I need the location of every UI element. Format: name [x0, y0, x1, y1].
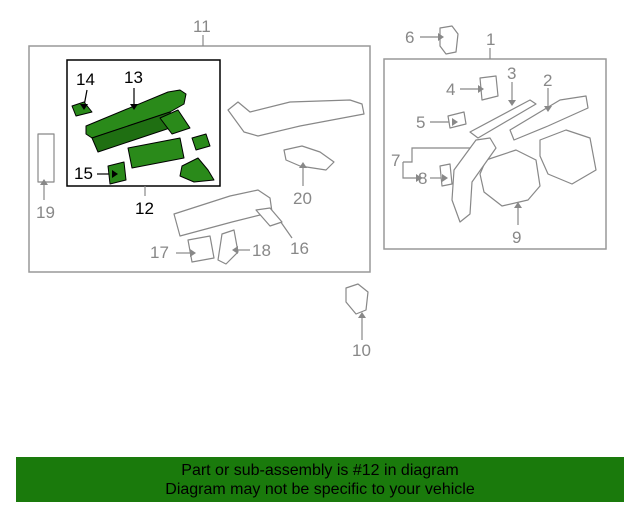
callout-16: 16 [290, 239, 309, 258]
callout-15: 15 [74, 164, 93, 183]
callout-5: 5 [416, 113, 426, 132]
callout-8: 8 [418, 169, 428, 188]
banner-line-2: Diagram may not be specific to your vehi… [165, 481, 475, 498]
info-banner: Part or sub-assembly is #12 in diagram D… [16, 457, 624, 502]
part-12-highlighted [71, 89, 215, 185]
callout-3: 3 [507, 64, 517, 83]
group-box-11 [28, 45, 371, 273]
arrowheads [40, 33, 552, 318]
callout-7: 7 [391, 151, 401, 170]
callout-1: 1 [486, 30, 496, 49]
callout-6: 6 [405, 28, 415, 47]
callout-11: 11 [193, 17, 211, 36]
callout-13: 13 [124, 68, 143, 87]
highlight-arrowheads [80, 104, 138, 178]
callout-9: 9 [512, 228, 522, 247]
callout-10: 10 [352, 341, 371, 360]
callout-4: 4 [446, 80, 456, 99]
callout-14: 14 [76, 70, 95, 89]
banner-line-1: Part or sub-assembly is #12 in diagram [181, 462, 459, 479]
group-box-1 [383, 58, 607, 250]
callout-17: 17 [150, 243, 169, 262]
callout-20: 20 [293, 189, 312, 208]
callout-18: 18 [252, 241, 271, 260]
callout-19: 19 [36, 203, 55, 222]
other-parts [37, 25, 597, 315]
parts-diagram [28, 25, 607, 340]
callout-12: 12 [135, 199, 154, 218]
callout-2: 2 [543, 71, 553, 90]
